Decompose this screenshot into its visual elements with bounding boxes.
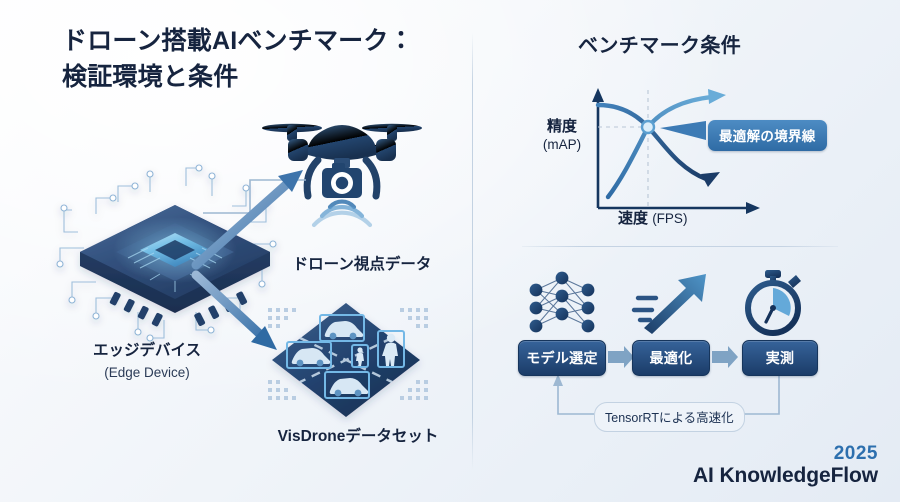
callout-pointer [660,121,706,140]
optimal-boundary-callout: 最適解の境界線 [708,120,827,151]
tradeoff-chart-svg [592,88,760,214]
chart-x-axis-label: 速度 (FPS) [618,210,687,229]
edge-device-sublabel: (Edge Device) [104,365,190,381]
chart-y-axis-label: 精度 (mAP) [530,118,594,154]
right-panel-title: ベンチマーク条件 [578,35,742,57]
page-title-line-1: ドローン搭載AIベンチマーク： [62,27,414,55]
chart-x-axis-label-main: 速度 [618,210,649,227]
visdrone-dataset-caption: VisDroneデータセット [277,428,439,445]
step-arrows [608,346,738,368]
flow-step-measurement[interactable]: 実測 [742,340,818,376]
process-flow: モデル選定 最適化 実測 TensorRTによる高速化 [510,262,890,437]
chart-y-axis-label-unit: (mAP) [542,136,582,152]
trending-up-arrow-icon [631,274,706,334]
brand-name: AI KnowledgeFlow [692,464,878,488]
aerial-detection-grid-icon [268,303,428,417]
chart-guidelines [598,90,649,208]
neural-network-icon [529,271,595,333]
feedback-loop-label: TensorRTによる高速化 [594,402,745,432]
isometric-chip-icon [56,164,277,342]
page-title-line-2: 検証環境と条件 [62,62,239,91]
chart-y-axis-label-main: 精度 [546,118,577,135]
flow-step-model-selection[interactable]: モデル選定 [518,340,606,376]
stopwatch-icon [745,270,801,336]
chart-series-accuracy [595,102,709,182]
feedback-arrowhead [553,374,563,386]
brand-year: 2025 [833,443,878,465]
chart-x-axis-label-unit: (FPS) [652,211,688,226]
horizontal-divider [522,246,838,247]
edge-device-label: エッジデバイス [92,342,202,359]
flow-step-optimization[interactable]: 最適化 [632,340,710,376]
vertical-divider [472,32,473,470]
drone-view-caption: ドローン視点データ [292,256,432,273]
tradeoff-chart: 精度 (mAP) 速度 (FPS) 最適解の境界線 [520,80,880,238]
edge-device-caption: エッジデバイス (Edge Device) [52,341,242,382]
chart-axes [592,88,760,214]
brand-block: 2025 AI KnowledgeFlow [693,443,878,488]
optimal-point-marker [640,119,656,135]
quadcopter-drone-icon [262,123,422,228]
page-title: ドローン搭載AIベンチマーク： 検証環境と条件 [62,24,462,95]
